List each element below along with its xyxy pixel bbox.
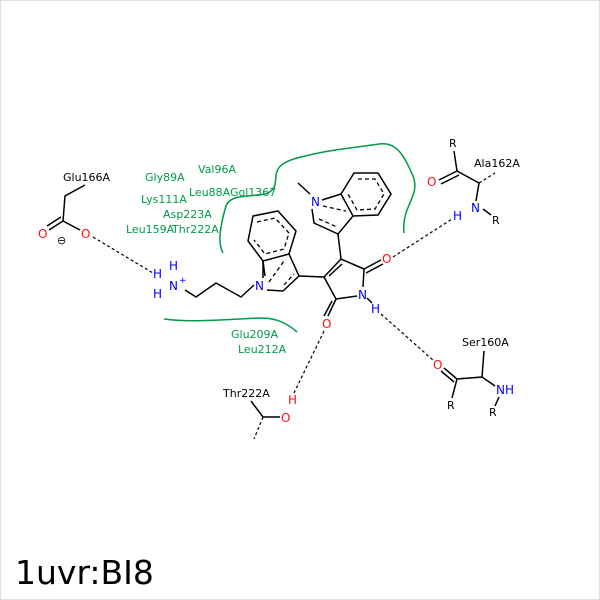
indole-group: N xyxy=(247,210,325,293)
residue-label: Leu159A xyxy=(126,223,175,236)
atom-n: N xyxy=(311,195,320,209)
residue-thr222: Thr222A O H xyxy=(222,387,297,440)
atom-n: N xyxy=(471,201,480,215)
residue-label: Thr222A xyxy=(171,223,219,236)
diagram-title: 1uvr:BI8 xyxy=(15,553,154,592)
atom-o: O xyxy=(427,175,436,189)
residue-label: Val96A xyxy=(198,163,236,176)
residue-label: Glu166A xyxy=(63,171,111,184)
hbond-line xyxy=(380,313,435,362)
residue-glu166: Glu166A O O ⊖ xyxy=(38,171,111,247)
atom-h: H xyxy=(169,259,178,273)
atom-n: N xyxy=(255,279,264,293)
residue-label: Asp223A xyxy=(163,208,212,221)
hydrophobic-contour-upper xyxy=(219,143,416,254)
methylindole-group: N xyxy=(297,172,392,260)
atom-o: O xyxy=(38,227,47,241)
atom-o: O xyxy=(382,252,391,266)
residue-label: Glu209A xyxy=(231,328,279,341)
residue-label: Leu212A xyxy=(238,343,287,356)
residue-label: Gly89A xyxy=(145,171,185,184)
atom-h: H xyxy=(288,393,297,407)
atom-n: N xyxy=(358,288,367,302)
ammonium-chain: N + H H H xyxy=(153,259,255,301)
residue-label: Ala162A xyxy=(474,157,520,170)
atom-r: R xyxy=(447,399,455,412)
hashed-wedge xyxy=(478,172,496,184)
residue-label: Thr222A xyxy=(222,387,270,400)
atom-r: R xyxy=(492,214,500,227)
charge-plus: + xyxy=(179,276,187,286)
atom-r: R xyxy=(449,137,457,150)
residue-label: Leu88A xyxy=(189,186,231,199)
hbond-line xyxy=(293,330,325,394)
atom-nh: NH xyxy=(496,383,514,397)
atom-h: H xyxy=(371,302,380,316)
atom-h: H xyxy=(153,267,162,281)
atom-h: H xyxy=(453,209,462,223)
hashed-wedge xyxy=(253,416,264,440)
residue-ser160: Ser160A O R NH R xyxy=(433,336,514,419)
residue-label: Gol1367 xyxy=(230,186,276,199)
atom-o: O xyxy=(433,358,442,372)
residue-label: Lys111A xyxy=(141,193,187,206)
atom-n: N xyxy=(169,279,178,293)
residue-ala162: R O Ala162A N H R xyxy=(427,137,520,227)
maleimide-ring: O O N H xyxy=(322,252,391,331)
atom-o: O xyxy=(81,227,90,241)
hydrophobic-contour-lower xyxy=(163,317,298,333)
atom-r: R xyxy=(489,406,497,419)
atom-o: O xyxy=(322,317,331,331)
atom-h: H xyxy=(153,287,162,301)
residue-label: Ser160A xyxy=(462,336,509,349)
hbond-line xyxy=(92,236,154,274)
hbond-line xyxy=(392,218,453,258)
charge-minus: ⊖ xyxy=(57,234,66,247)
atom-o: O xyxy=(281,411,290,425)
